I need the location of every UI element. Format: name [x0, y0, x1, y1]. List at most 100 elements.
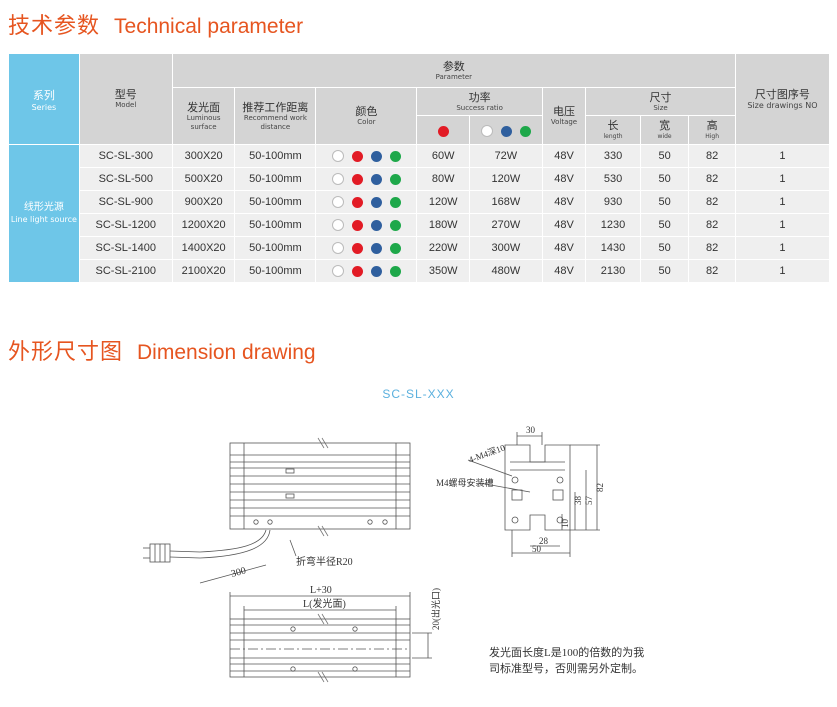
length-cell: 930: [585, 190, 641, 214]
red-dot-icon: [351, 265, 363, 277]
drawing-model-label: SC-SL-XXX: [382, 387, 455, 401]
power-wbg-cell: 72W: [468, 144, 543, 168]
voltage-cell: 48V: [541, 213, 587, 237]
dim-exit-height: 20(出光口): [430, 588, 441, 630]
width-cell: 50: [639, 236, 690, 260]
length-cell: 1430: [585, 236, 641, 260]
power-wbg-cell: 270W: [468, 213, 543, 237]
power-wbg-cell: 480W: [468, 259, 543, 283]
cable-length-label: 300: [230, 565, 247, 580]
distance-cell: 50-100mm: [234, 259, 317, 283]
surface-cell: 500X20: [171, 167, 236, 191]
blue-dot-icon: [370, 219, 382, 231]
color-cell: [315, 167, 418, 191]
color-cell: [315, 259, 418, 283]
model-cell: SC-SL-300: [78, 144, 173, 168]
width-cell: 50: [639, 190, 690, 214]
length-cell: 330: [585, 144, 641, 168]
header-power-wbg: [468, 115, 543, 145]
green-dot-icon: [389, 196, 401, 208]
section-title-en: Dimension drawing: [137, 341, 316, 364]
distance-cell: 50-100mm: [234, 144, 317, 168]
green-dot-icon: [389, 173, 401, 185]
dim-50: 50: [532, 544, 542, 554]
red-dot-icon: [437, 125, 449, 137]
width-cell: 50: [639, 259, 690, 283]
white-dot-icon: [331, 196, 344, 209]
green-dot-icon: [389, 150, 401, 162]
thread-label: 4-M4深10: [467, 442, 507, 465]
red-dot-icon: [351, 150, 363, 162]
green-dot-icon: [519, 125, 531, 137]
surface-cell: 900X20: [171, 190, 236, 214]
length-cell: 1230: [585, 213, 641, 237]
nut-slot-label: M4螺母安装槽: [436, 477, 494, 488]
voltage-cell: 48V: [541, 259, 587, 283]
power-red-cell: 180W: [416, 213, 470, 237]
power-red-cell: 220W: [416, 236, 470, 260]
height-cell: 82: [688, 236, 736, 260]
red-dot-icon: [351, 196, 363, 208]
blue-dot-icon: [370, 265, 382, 277]
green-dot-icon: [389, 242, 401, 254]
height-cell: 82: [688, 190, 736, 214]
green-dot-icon: [389, 219, 401, 231]
drawing-no-cell: 1: [734, 167, 831, 191]
dim-30: 30: [526, 425, 536, 435]
color-cell: [315, 190, 418, 214]
dim-82: 82: [595, 483, 605, 492]
power-wbg-cell: 168W: [468, 190, 543, 214]
drawing-no-cell: 1: [734, 190, 831, 214]
voltage-cell: 48V: [541, 236, 587, 260]
model-cell: SC-SL-1200: [78, 213, 173, 237]
voltage-cell: 48V: [541, 167, 587, 191]
blue-dot-icon: [370, 150, 382, 162]
dim-l-plus-30: L+30: [310, 585, 332, 596]
dim-57: 57: [584, 496, 594, 506]
power-red-cell: 60W: [416, 144, 470, 168]
drawing-note: 发光面长度L是100的倍数的为我 司标准型号，否则需另外定制。: [489, 647, 645, 675]
power-wbg-cell: 120W: [468, 167, 543, 191]
color-cell: [315, 144, 418, 168]
drawing-no-cell: 1: [734, 144, 831, 168]
surface-cell: 2100X20: [171, 259, 236, 283]
model-cell: SC-SL-500: [78, 167, 173, 191]
color-cell: [315, 236, 418, 260]
height-cell: 82: [688, 144, 736, 168]
white-dot-icon: [331, 173, 344, 186]
header-series: 系列 Series: [8, 53, 80, 145]
section-title-cn: 外形尺寸图: [8, 340, 124, 365]
power-red-cell: 350W: [416, 259, 470, 283]
section-title-en: Technical parameter: [114, 15, 304, 38]
red-dot-icon: [351, 173, 363, 185]
distance-cell: 50-100mm: [234, 236, 317, 260]
voltage-cell: 48V: [541, 190, 587, 214]
dim-10: 10: [560, 519, 570, 529]
surface-cell: 300X20: [171, 144, 236, 168]
height-cell: 82: [688, 167, 736, 191]
red-dot-icon: [351, 219, 363, 231]
voltage-cell: 48V: [541, 144, 587, 168]
width-cell: 50: [639, 167, 690, 191]
blue-dot-icon: [500, 125, 512, 137]
dim-28: 28: [539, 536, 549, 546]
bend-radius-label: 折弯半径R20: [296, 555, 353, 568]
dim-l-luminous: L(发光面): [303, 597, 346, 610]
drawing-no-cell: 1: [734, 236, 831, 260]
